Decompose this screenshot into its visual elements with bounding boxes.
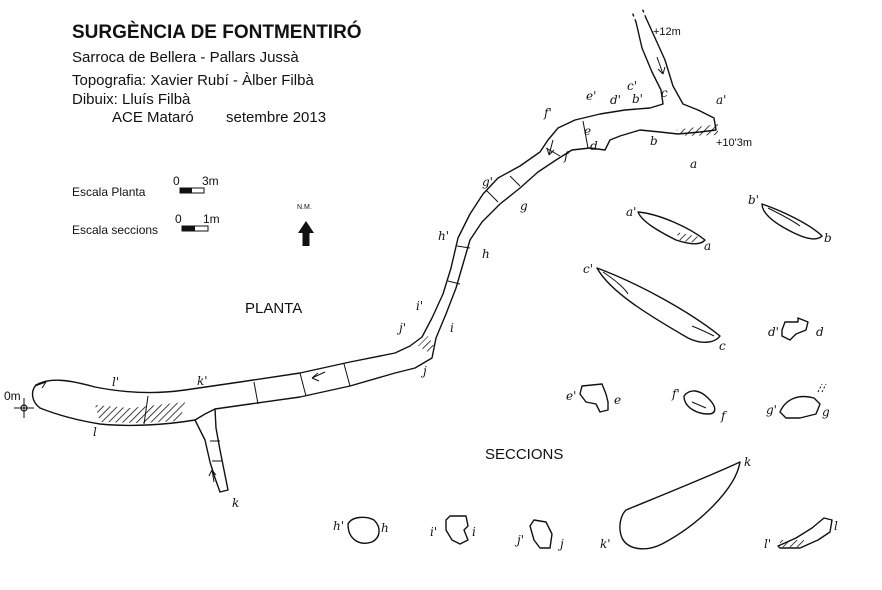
plan-station-h: h: [482, 247, 490, 261]
section-a-right-label: a: [704, 239, 711, 253]
section-f-left-label: f': [671, 387, 680, 401]
plan-station-j-prime: j': [396, 321, 406, 335]
section-b: b' b: [748, 193, 832, 245]
plan-station-k-prime: k': [197, 374, 208, 388]
sections-scale-bar-fill: [182, 226, 195, 231]
plan-station-b: b: [650, 134, 658, 148]
plan-station-l-prime: l': [112, 375, 119, 389]
section-c-left-label: c': [583, 262, 593, 276]
entrance-elevation: 0m: [4, 389, 21, 403]
north-arrow-icon: [298, 221, 314, 246]
plan-hatched-floor: [95, 402, 185, 423]
plan-station-e-prime: e': [586, 89, 596, 103]
section-b-left-label: b': [748, 193, 759, 207]
section-h-left-label: h': [333, 519, 344, 533]
plan-station-d-prime: d': [610, 93, 621, 107]
sections-scale-label: Escala seccions: [72, 223, 158, 237]
section-j: j' j: [514, 519, 564, 551]
plan-station-a-prime: a': [716, 93, 726, 107]
plan-station-d: d: [590, 139, 598, 153]
section-k-left-label: k': [600, 537, 611, 551]
plan-station-i: i: [450, 321, 454, 335]
plan-station-i-prime: i': [416, 299, 423, 313]
section-h: h' h: [333, 516, 389, 544]
plan-station-j: j: [420, 364, 427, 378]
section-i-right-label: i: [472, 525, 476, 539]
plan-wall-lower: [39, 17, 717, 427]
survey-date: setembre 2013: [226, 109, 326, 126]
section-e-right-label: e: [614, 393, 621, 407]
section-l: l' l: [764, 517, 838, 551]
plan-station-f: f: [563, 149, 571, 163]
section-g: g' g: [766, 383, 830, 419]
plan-station-b-prime: b': [632, 92, 643, 106]
section-h-right-label: h: [381, 521, 389, 535]
section-e: e' e: [566, 383, 621, 413]
section-l-left-label: l': [764, 537, 771, 551]
section-d: d' d: [768, 317, 824, 341]
plan-station-e: e: [584, 124, 591, 138]
north-label: N.M.: [297, 204, 312, 211]
sections-heading: SECCIONS: [485, 446, 563, 463]
section-d-right-label: d: [816, 325, 824, 339]
plan-shaft-continuation: [631, 7, 647, 23]
plan-flow-arrows: [208, 56, 666, 483]
plan-hatch-j: [418, 336, 434, 352]
topography-credit: Topografia: Xavier Rubí - Àlber Filbà: [72, 72, 314, 89]
plan-entrance-wall: [31, 384, 41, 409]
cave-plan: 0m +12m +10'3m l l' k' k j j' i i' h h' …: [4, 7, 752, 510]
section-b-right-label: b: [824, 231, 832, 245]
sections-scale: Escala seccions 0 1m: [72, 212, 220, 237]
shaft-top-elevation: +12m: [653, 26, 681, 38]
title-block: SURGÈNCIA DE FONTMENTIRÓ Sarroca de Bell…: [72, 21, 362, 126]
cross-sections: a' a b' b c' c d' d e' e: [333, 193, 838, 551]
section-l-right-label: l: [834, 519, 838, 533]
plan-station-l: l: [93, 425, 97, 439]
section-a-left-label: a': [626, 205, 636, 219]
section-c-right-label: c: [719, 339, 726, 353]
entrance-symbol: [14, 381, 48, 418]
section-i-left-label: i': [430, 525, 437, 539]
plan-station-f-prime: f': [543, 106, 552, 120]
plan-station-ticks: [143, 120, 589, 462]
north-arrow: N.M.: [297, 204, 314, 246]
plan-station-k: k: [232, 496, 239, 510]
plan-scale-zero: 0: [173, 174, 180, 188]
location-line: Sarroca de Bellera - Pallars Jussà: [72, 49, 299, 66]
upper-chamber-elevation: +10'3m: [716, 137, 752, 149]
plan-scale-label: Escala Planta: [72, 185, 146, 199]
section-k: k k': [600, 455, 751, 551]
section-c: c' c: [583, 262, 726, 353]
plan-scale-bar-fill: [180, 188, 192, 193]
section-d-left-label: d': [768, 325, 779, 339]
plan-station-letters: l l' k' k j j' i i' h h' g g' f f' e e' …: [93, 79, 726, 510]
section-e-left-label: e': [566, 389, 576, 403]
plan-station-g: g: [520, 199, 528, 213]
plan-branch-k: [194, 408, 229, 493]
plan-scale-max: 3m: [202, 174, 219, 188]
section-j-left-label: j': [514, 533, 524, 547]
section-k-right-label: k: [744, 455, 751, 469]
plan-station-g-prime: g': [482, 175, 493, 189]
section-a: a' a: [626, 205, 711, 253]
sections-scale-zero: 0: [175, 212, 182, 226]
section-i: i' i: [430, 515, 476, 545]
drawing-credit: Dibuix: Lluís Filbà: [72, 91, 191, 108]
section-f-right-label: f: [720, 409, 728, 423]
club-name: ACE Mataró: [112, 109, 194, 126]
plan-station-c-prime: c': [627, 79, 637, 93]
section-g-left-label: g': [766, 403, 777, 417]
sections-scale-max: 1m: [203, 212, 220, 226]
section-f: f' f: [671, 387, 728, 423]
plan-station-c: c: [661, 86, 668, 100]
map-title: SURGÈNCIA DE FONTMENTIRÓ: [72, 21, 362, 43]
section-g-right-label: g: [822, 405, 830, 419]
section-j-right-label: j: [557, 537, 564, 551]
plan-station-a: a: [690, 157, 697, 171]
plan-heading: PLANTA: [245, 300, 302, 317]
plan-scale: Escala Planta 0 3m: [72, 174, 219, 199]
plan-station-h-prime: h': [438, 229, 449, 243]
